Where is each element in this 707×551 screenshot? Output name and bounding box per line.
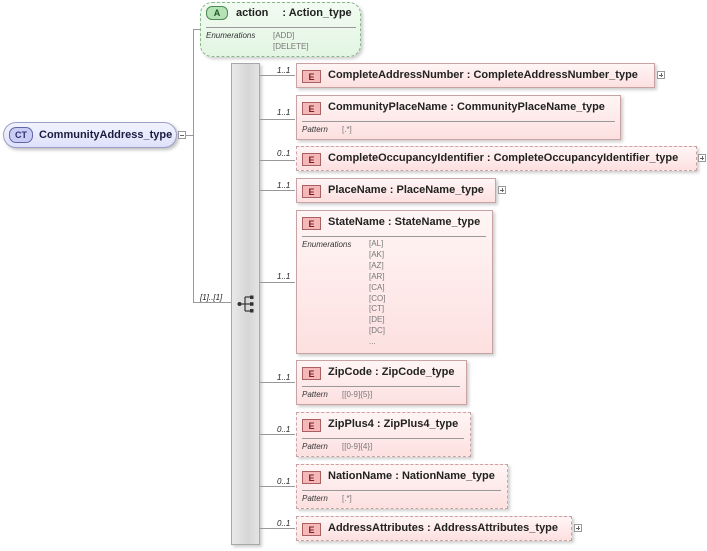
element-title: ZipCode : ZipCode_type bbox=[328, 366, 455, 378]
element-node-community-place-name[interactable]: E CommunityPlaceName : CommunityPlaceNam… bbox=[296, 95, 621, 140]
element-badge: E bbox=[302, 102, 321, 115]
connector-ct-to-tree bbox=[186, 135, 194, 136]
expand-icon[interactable] bbox=[498, 186, 506, 194]
element-badge: E bbox=[302, 185, 321, 198]
element-node-zip-code[interactable]: E ZipCode : ZipCode_type Pattern [[0-9]{… bbox=[296, 360, 467, 405]
sequence-cardinality: [1]..[1] bbox=[200, 293, 223, 302]
connector-element bbox=[260, 160, 295, 161]
connector-element bbox=[260, 528, 295, 529]
attribute-node[interactable]: A action : Action_type Enumerations [ADD… bbox=[200, 2, 361, 57]
element-separator bbox=[302, 490, 501, 491]
connector-to-sequence bbox=[193, 302, 231, 303]
sequence-icon[interactable] bbox=[237, 295, 255, 313]
element-facet-label: Pattern bbox=[302, 494, 328, 503]
element-node-zip-plus4[interactable]: E ZipPlus4 : ZipPlus4_type Pattern [[0-9… bbox=[296, 412, 471, 457]
connector-element bbox=[260, 190, 295, 191]
attribute-name: action bbox=[236, 7, 269, 19]
expand-icon[interactable] bbox=[574, 524, 582, 532]
element-cardinality: 0..1 bbox=[277, 519, 291, 528]
element-separator bbox=[302, 386, 460, 387]
expand-icon[interactable] bbox=[698, 154, 706, 162]
complex-type-node[interactable]: CT CommunityAddress_type bbox=[3, 122, 177, 148]
element-badge: E bbox=[302, 153, 321, 166]
element-title: AddressAttributes : AddressAttributes_ty… bbox=[328, 522, 559, 534]
element-title: PlaceName : PlaceName_type bbox=[328, 184, 484, 196]
element-facet-values: [[0-9]{4}] bbox=[342, 442, 373, 451]
element-cardinality: 1..1 bbox=[277, 181, 291, 190]
expand-icon[interactable] bbox=[657, 71, 665, 79]
attribute-badge: A bbox=[206, 6, 228, 20]
element-cardinality: 1..1 bbox=[277, 66, 291, 75]
element-title: ZipPlus4 : ZipPlus4_type bbox=[328, 418, 459, 430]
connector-element bbox=[260, 282, 295, 283]
connector-element bbox=[260, 382, 295, 383]
attribute-separator bbox=[206, 27, 356, 28]
complex-type-badge: CT bbox=[9, 127, 33, 143]
element-cardinality: 1..1 bbox=[277, 108, 291, 117]
element-separator bbox=[302, 438, 464, 439]
element-node-state-name[interactable]: E StateName : StateName_type Enumeration… bbox=[296, 210, 493, 354]
element-cardinality: 1..1 bbox=[277, 272, 291, 281]
element-node-nation-name[interactable]: E NationName : NationName_type Pattern [… bbox=[296, 464, 508, 509]
element-facet-label: Pattern bbox=[302, 442, 328, 451]
element-cardinality: 1..1 bbox=[277, 373, 291, 382]
element-badge: E bbox=[302, 367, 321, 380]
connector-element bbox=[260, 75, 295, 76]
attribute-facet-label: Enumerations bbox=[206, 31, 256, 40]
element-facet-values: [AL] [AK] [AZ] [AR] [CA] [CO] [CT] [DE] … bbox=[369, 239, 386, 347]
element-badge: E bbox=[302, 217, 321, 230]
element-badge: E bbox=[302, 471, 321, 484]
complex-type-name: CommunityAddress_type bbox=[39, 129, 173, 141]
connector-element bbox=[260, 434, 295, 435]
connector-element bbox=[260, 486, 295, 487]
element-separator bbox=[302, 236, 486, 237]
element-title: NationName : NationName_type bbox=[328, 470, 495, 482]
element-node-place-name[interactable]: E PlaceName : PlaceName_type bbox=[296, 178, 496, 203]
element-node-complete-occupancy-identifier[interactable]: E CompleteOccupancyIdentifier : Complete… bbox=[296, 146, 697, 171]
element-cardinality: 0..1 bbox=[277, 477, 291, 486]
element-cardinality: 0..1 bbox=[277, 149, 291, 158]
attribute-type: : Action_type bbox=[282, 7, 352, 19]
connector-to-attribute bbox=[193, 29, 201, 30]
element-node-address-attributes[interactable]: E AddressAttributes : AddressAttributes_… bbox=[296, 516, 572, 541]
element-badge: E bbox=[302, 523, 321, 536]
element-title: CompleteAddressNumber : CompleteAddressN… bbox=[328, 69, 638, 81]
element-facet-values: [.*] bbox=[342, 125, 352, 134]
element-title: CommunityPlaceName : CommunityPlaceName_… bbox=[328, 101, 605, 113]
collapse-toggle-icon[interactable] bbox=[178, 131, 186, 139]
element-facet-values: [[0-9]{5}] bbox=[342, 390, 373, 399]
element-node-complete-address-number[interactable]: E CompleteAddressNumber : CompleteAddres… bbox=[296, 63, 655, 88]
element-facet-label: Pattern bbox=[302, 390, 328, 399]
element-facet-label: Pattern bbox=[302, 125, 328, 134]
connector-element bbox=[260, 119, 295, 120]
element-title: StateName : StateName_type bbox=[328, 216, 481, 228]
connector-vertical-trunk bbox=[193, 29, 194, 302]
element-facet-label: Enumerations bbox=[302, 240, 352, 249]
element-badge: E bbox=[302, 70, 321, 83]
element-title: CompleteOccupancyIdentifier : CompleteOc… bbox=[328, 152, 679, 164]
attribute-facet-values: [ADD] [DELETE] bbox=[273, 31, 309, 51]
element-facet-values: [.*] bbox=[342, 494, 352, 503]
element-badge: E bbox=[302, 419, 321, 432]
element-separator bbox=[302, 121, 615, 122]
element-cardinality: 0..1 bbox=[277, 425, 291, 434]
